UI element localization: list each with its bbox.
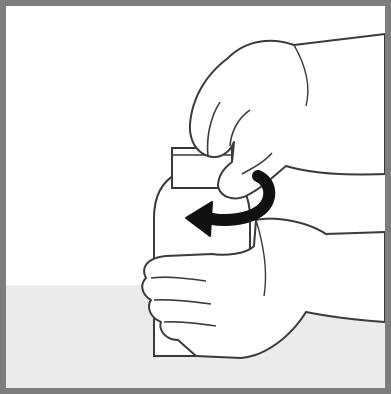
bottle-illustration	[6, 6, 385, 388]
